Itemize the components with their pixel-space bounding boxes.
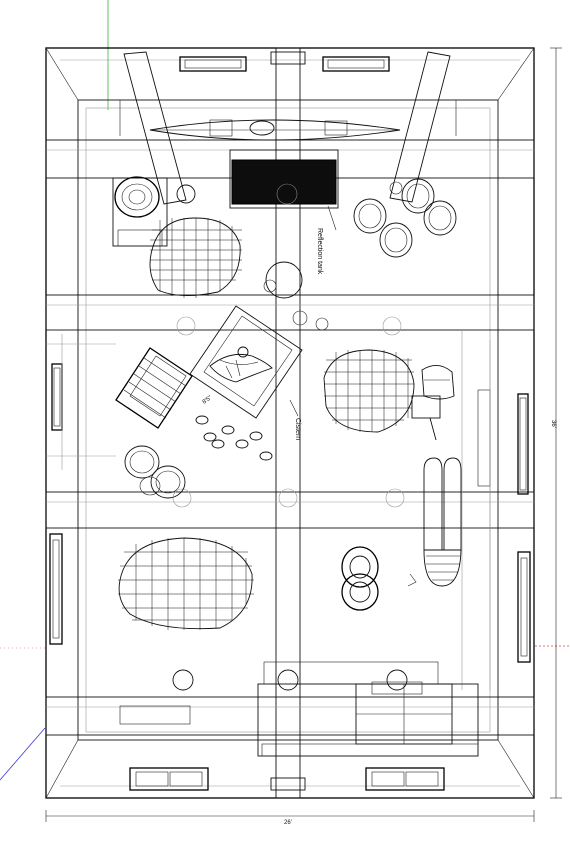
left-windows	[46, 334, 116, 645]
outboard-motor	[411, 365, 455, 441]
staircase	[115, 347, 193, 429]
reflection-tank: Reflection tank	[229, 149, 339, 275]
roof-trusses	[119, 51, 457, 205]
right-windows	[461, 330, 531, 690]
bottom-windows	[129, 767, 445, 791]
front-door-steps	[119, 661, 479, 757]
top-windows	[179, 56, 390, 72]
statue-figure	[209, 346, 273, 383]
central-beam	[270, 47, 306, 799]
barrels-lower-left	[124, 445, 186, 499]
height-dimension-label: 36'	[550, 420, 556, 428]
model-axes	[0, 0, 570, 781]
small-animals	[195, 415, 273, 461]
dimension-lines	[45, 47, 562, 822]
floor-slabs	[45, 139, 535, 736]
coiled-rope	[341, 546, 417, 611]
upper-left-bin	[112, 176, 168, 247]
net-pile-lower	[118, 537, 254, 630]
barrels-upper-right	[353, 178, 457, 258]
cistern-platform: Cistern 8'5"	[189, 305, 303, 440]
kayak	[149, 119, 401, 141]
pendant-lamps	[172, 184, 408, 691]
net-pile-middle	[323, 349, 415, 433]
vertical-tanks	[423, 457, 462, 587]
inner-dimension-label: 8'5"	[202, 395, 214, 406]
cistern-label: Cistern	[294, 418, 301, 440]
net-pile-upper	[149, 217, 242, 298]
width-dimension-label: 26'	[284, 820, 292, 826]
reflection-tank-label: Reflection tank	[316, 228, 323, 275]
